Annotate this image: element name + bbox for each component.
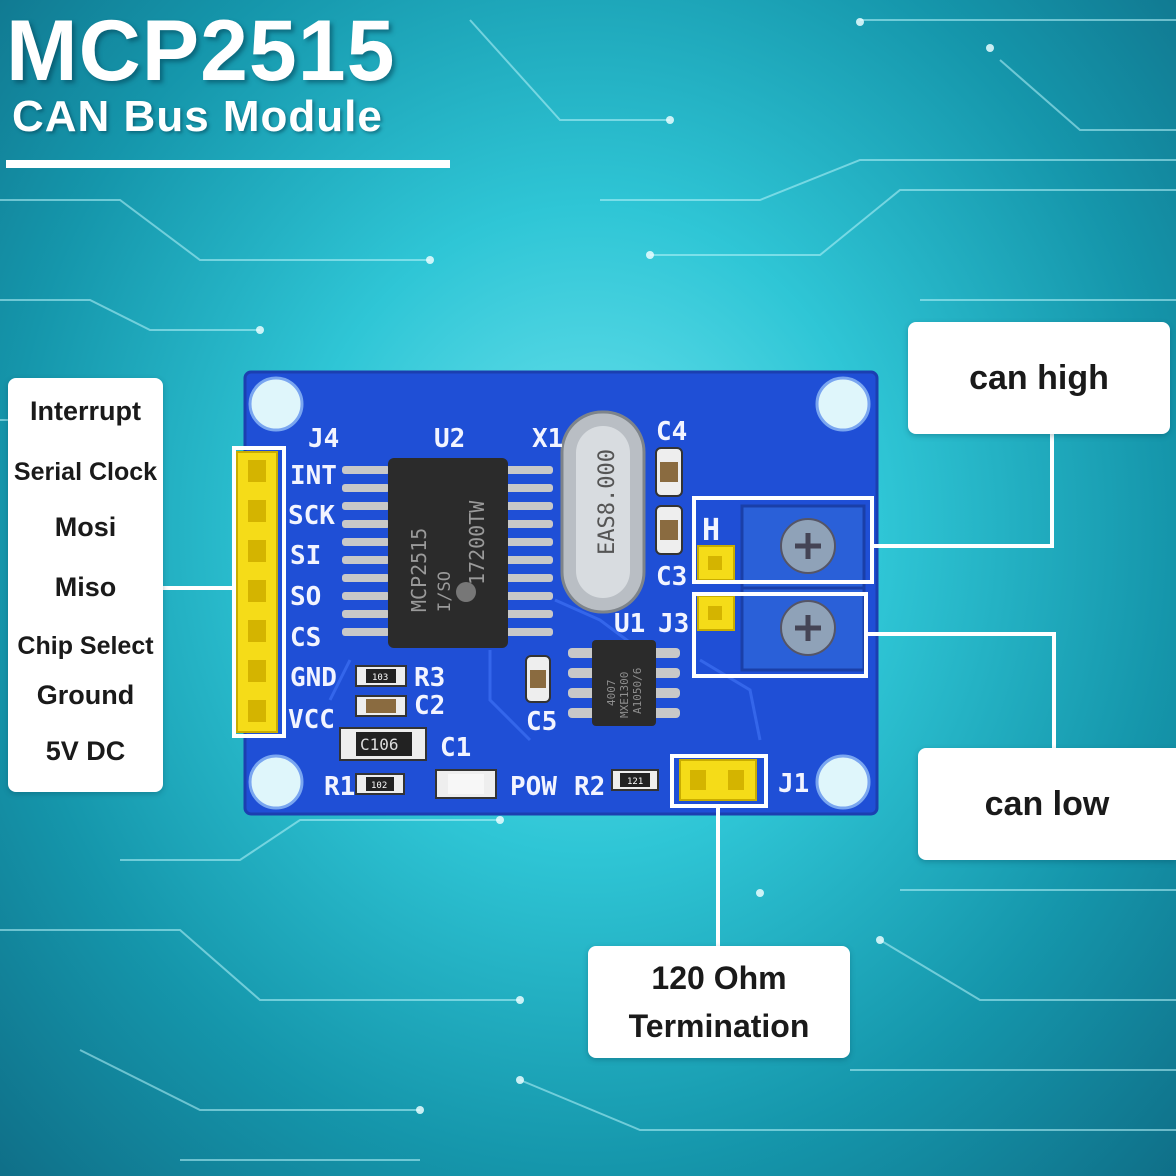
marking-121: 121 xyxy=(627,777,643,787)
pin-labels-box: Interrupt Serial Clock Mosi Miso Chip Se… xyxy=(8,378,163,792)
pin-label-serial-clock: Serial Clock xyxy=(13,458,158,486)
can-low-outline xyxy=(692,592,868,678)
crystal-marking: EAS8.000 xyxy=(595,449,620,555)
pin-int: INT xyxy=(290,461,337,491)
smd-resistors xyxy=(339,665,659,799)
pin-sck: SCK xyxy=(288,501,335,531)
pin-header-j4 xyxy=(236,451,278,733)
termination-line-2: Termination xyxy=(628,1008,810,1044)
label-c4: C4 xyxy=(656,417,687,447)
marking-103: 103 xyxy=(372,673,388,683)
chip-marking-3: 17200TW xyxy=(465,500,489,585)
label-c3: C3 xyxy=(656,562,687,592)
label-h: H xyxy=(702,513,720,548)
label-u2: U2 xyxy=(434,424,465,454)
label-r2: R2 xyxy=(574,772,605,802)
label-c5: C5 xyxy=(526,707,557,737)
page-subtitle: CAN Bus Module xyxy=(12,92,383,141)
transceiver-u1 xyxy=(592,640,656,726)
label-u1: U1 xyxy=(614,609,645,639)
transceiver-pins xyxy=(568,648,680,718)
pin-label-mosi: Mosi xyxy=(54,512,117,542)
label-x1: X1 xyxy=(532,424,563,454)
pin-si: SI xyxy=(290,541,321,571)
label-pow: POW xyxy=(510,772,557,802)
header-outline xyxy=(232,446,286,738)
label-j3: J3 xyxy=(658,609,689,639)
transceiver-marking-3: 4007 xyxy=(605,680,618,707)
pin-label-interrupt: Interrupt xyxy=(30,396,141,426)
microchip-logo-icon xyxy=(456,582,476,602)
label-c2: C2 xyxy=(414,691,445,721)
can-high-leader-v xyxy=(1050,432,1054,548)
screw-terminal-j3 xyxy=(697,504,866,672)
pin-gnd: GND xyxy=(290,663,337,693)
can-low-leader-h xyxy=(866,632,1056,636)
pin-label-chip-select: Chip Select xyxy=(17,632,154,660)
can-high-leader-h xyxy=(872,544,1054,548)
can-low-callout: can low xyxy=(918,748,1176,860)
label-j1: J1 xyxy=(778,769,809,799)
label-c1: C1 xyxy=(440,733,471,763)
pin-label-ground: Ground xyxy=(36,680,135,710)
transceiver-marking-1: A1050/6 xyxy=(631,668,644,714)
pin-vcc: VCC xyxy=(288,705,335,735)
label-r3: R3 xyxy=(414,663,445,693)
chip-marking-2: I/SO xyxy=(435,571,455,612)
termination-line-1: 120 Ohm xyxy=(651,960,787,996)
pin-leader-line xyxy=(162,586,234,590)
marking-102: 102 xyxy=(371,781,387,791)
can-low-leader-v xyxy=(1052,632,1056,748)
transceiver-marking-2: MXE1300 xyxy=(618,672,631,718)
termination-leader xyxy=(716,806,720,948)
pin-label-5v-dc: 5V DC xyxy=(45,736,126,766)
chip-marking-1: MCP2515 xyxy=(407,528,431,612)
termination-callout: 120 Ohm Termination xyxy=(588,946,850,1058)
title-underline xyxy=(6,160,450,168)
cap-c106-marking: C106 xyxy=(360,735,399,754)
can-high-callout: can high xyxy=(908,322,1170,434)
jumper-outline xyxy=(670,754,768,808)
smd-capacitors xyxy=(525,447,683,703)
label-j4: J4 xyxy=(308,424,339,454)
jumper-j1 xyxy=(679,759,757,801)
mcp2515-chip-pins xyxy=(342,466,553,636)
mcp2515-chip xyxy=(388,458,508,648)
can-high-outline xyxy=(692,496,874,584)
mounting-holes xyxy=(248,376,871,810)
page-title: MCP2515 xyxy=(6,3,396,99)
label-r1: R1 xyxy=(324,772,355,802)
pin-cs: CS xyxy=(290,623,321,653)
pin-label-miso: Miso xyxy=(54,572,117,602)
pin-so: SO xyxy=(290,582,321,612)
